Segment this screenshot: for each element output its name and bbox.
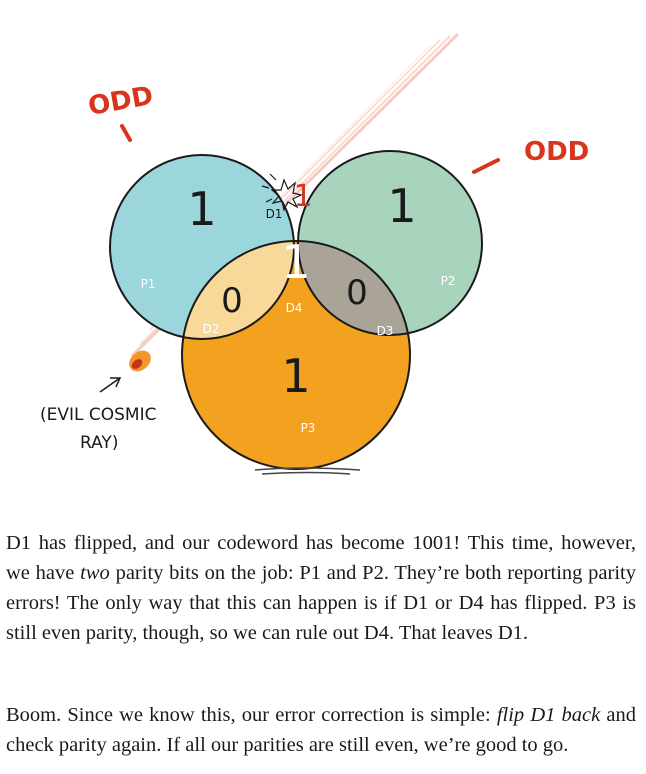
cosmic-ray-icon [129,350,151,372]
d4-label: D4 [286,301,303,315]
paragraph-error-correction: Boom. Since we know this, our error corr… [6,700,636,760]
d2-bit-value: 0 [221,281,243,321]
venn-diagram-figure: 1 1 1 0 0 1 1 P1 P2 P3 D2 D3 D4 D1 ODD O… [40,32,589,475]
d3-bit-value: 0 [346,273,368,313]
cosmic-ray-caption-line2: RAY) [80,433,118,453]
shadow-scribble [254,467,361,475]
circle-outlines [109,150,483,470]
d3-label: D3 [377,324,394,338]
venn-diagram: 1 1 1 0 0 1 1 P1 P2 P3 D2 D3 D4 D1 ODD O… [40,32,589,475]
p2-label: P2 [441,274,456,288]
p2-text-run: flip D1 back [496,704,601,726]
p3-label: P3 [301,421,316,435]
p1-label: P1 [141,277,156,291]
p1-text-run: two [80,562,110,584]
cosmic-ray-caption-line1: (EVIL COSMIC [40,405,157,425]
arrow-icon [99,377,122,393]
p1-text-run: D1 has flipped, and our codeword has bec… [6,532,636,584]
d2-label: D2 [203,322,220,336]
region-d2 [182,241,294,339]
impact-burst-icon [261,173,303,212]
d4-bit-value: 1 [281,235,310,289]
p2-text-run: Boom. Since we know this, our error corr… [6,704,497,726]
p3-bit-value: 1 [281,349,310,403]
p1-text-run: parity bits on the job: P1 and P2. They’… [6,562,636,644]
paragraph-explanation: D1 has flipped, and our codeword has bec… [6,528,636,648]
odd-annotation-right: ODD [524,137,589,167]
p2-bit-value: 1 [387,179,416,233]
odd-annotation-left: ODD [86,81,155,122]
odd-right-pointer [472,158,500,174]
p1-bit-value: 1 [187,182,216,236]
d1-label: D1 [266,207,283,221]
d1-bit-value: 1 [293,179,312,214]
p2-text-run: and check parity again. If all our parit… [6,704,636,756]
odd-left-pointer [120,124,132,142]
region-d3 [298,241,410,335]
